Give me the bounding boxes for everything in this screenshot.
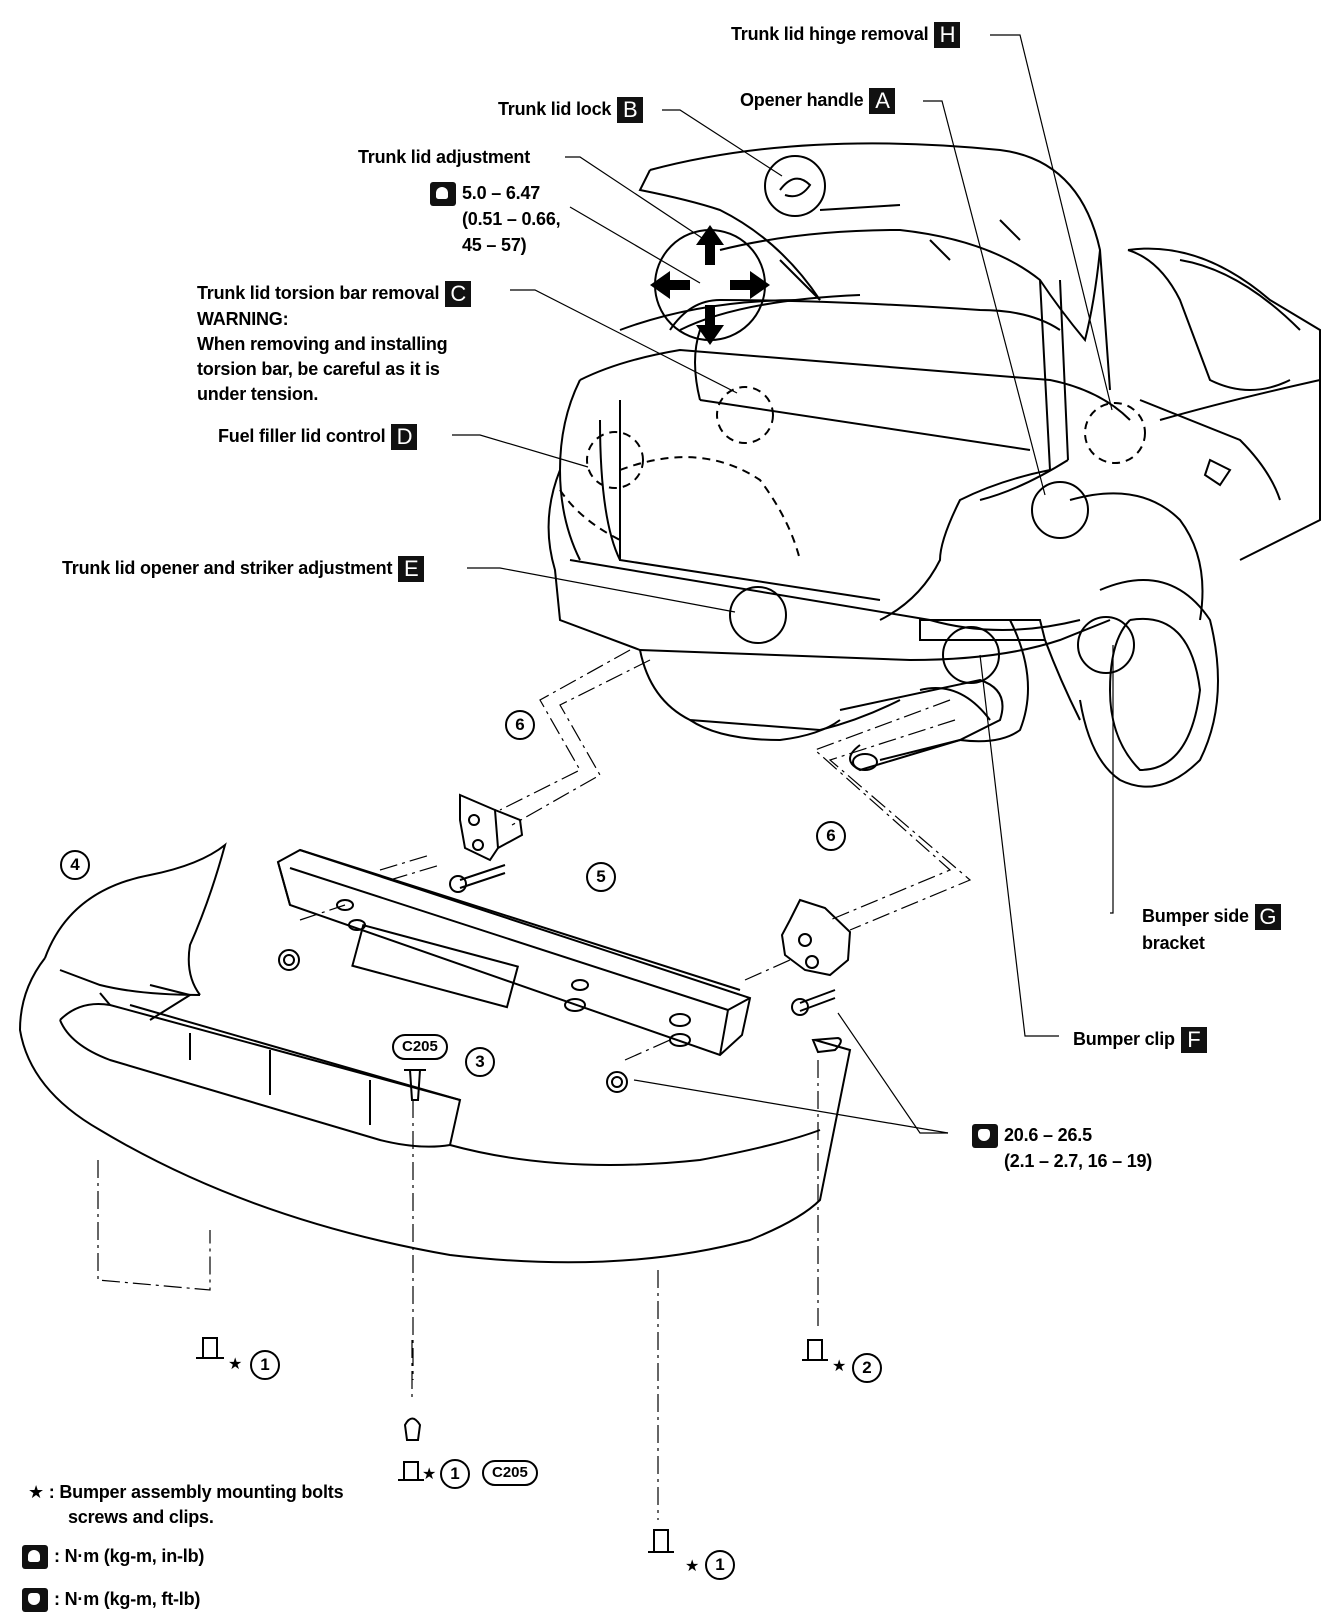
torque-ft-lb-icon	[972, 1124, 998, 1149]
lock-detail-circle	[764, 155, 826, 217]
callout-3: 3	[465, 1047, 495, 1077]
leader-lines	[452, 34, 1114, 1134]
adjustment-arrows-icon	[650, 225, 770, 345]
badge-g: G	[1254, 904, 1281, 931]
label-trunk-lid-adjustment: Trunk lid adjustment	[358, 147, 531, 167]
callout-6-left: 6	[505, 710, 535, 740]
striker-detail-circle	[729, 586, 787, 644]
clip-code-c205-bottom: C205	[482, 1460, 538, 1486]
callout-1-a: 1	[250, 1350, 280, 1380]
callout-6-right: 6	[816, 821, 846, 851]
clip-detail-circle	[942, 626, 1000, 684]
torque-ft-lb-icon	[22, 1588, 48, 1613]
car-body	[547, 247, 1321, 788]
torque-in-lb-icon	[430, 182, 456, 207]
bumper-fascia	[18, 842, 852, 1264]
badge-c: C	[445, 281, 472, 308]
callout-4: 4	[60, 850, 90, 880]
badge-h: H	[934, 22, 961, 49]
badge-a: A	[869, 88, 896, 115]
star-marker: ★	[422, 1466, 437, 1483]
callout-1-b: 1	[440, 1459, 470, 1489]
assembly-lines	[97, 649, 972, 1520]
star-marker: ★	[832, 1358, 847, 1375]
fasteners	[196, 864, 836, 1553]
callout-5: 5	[586, 862, 616, 892]
trunk-lid	[619, 142, 1111, 621]
star-marker: ★	[685, 1558, 700, 1575]
callout-2: 2	[852, 1353, 882, 1383]
torque-in-lb-icon	[22, 1545, 48, 1570]
star-marker: ★	[228, 1356, 243, 1373]
badge-f: F	[1180, 1027, 1207, 1054]
torque-spec-ft-lb: 20.6 – 26.5 (2.1 – 2.7, 16 – 19)	[972, 1122, 1152, 1174]
bumper-side-brackets	[459, 793, 852, 977]
torque-spec-in-lb: 5.0 – 6.47 (0.51 – 0.66, 45 – 57)	[430, 180, 561, 258]
opener-detail-circle	[1031, 481, 1089, 539]
legend-torque-ft-lb: : N·m (kg-m, ft-lb)	[22, 1587, 200, 1613]
bracket-detail-circle	[1077, 616, 1135, 674]
detail-circles	[559, 386, 1146, 561]
clip-code-c205: C205	[392, 1034, 448, 1060]
badge-d: D	[391, 424, 418, 451]
legend-torque-in-lb: : N·m (kg-m, in-lb)	[22, 1544, 204, 1570]
badge-b: B	[617, 97, 644, 124]
bumper-reinforcement	[276, 848, 752, 1057]
callout-1-c: 1	[705, 1550, 735, 1580]
warning-title: WARNING:	[197, 309, 289, 330]
badge-e: E	[398, 556, 425, 583]
legend-star: ★ : Bumper assembly mounting bolts screw…	[28, 1482, 344, 1527]
